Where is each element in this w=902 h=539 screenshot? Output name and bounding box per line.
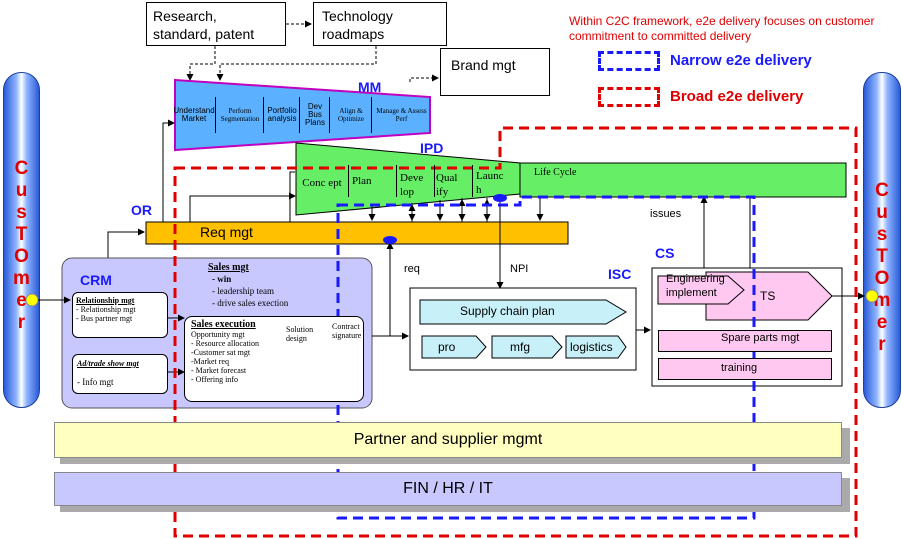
sales-item-3: - drive sales exection [212, 298, 289, 308]
sales-item-1: - win [212, 274, 232, 284]
ipd-cell-launch: Launc h [476, 170, 504, 196]
isc-logistics: logistics [570, 340, 613, 354]
relationship-box: Relationship mgt - Relationship mgt - Bu… [72, 292, 168, 338]
sales-mgt-block: Sales mgt - win - leadership team - driv… [208, 262, 368, 309]
ipd-cell-develop: Deve lop [400, 172, 424, 198]
sales-execution-box: Sales execution Opportunity mgt - Resour… [184, 316, 364, 402]
ad-item-1: - Info mgt [77, 377, 114, 387]
customer-right-pillar [863, 72, 901, 408]
sales-title: Sales mgt [208, 262, 249, 273]
exec-item-6: - Offering info [191, 375, 238, 384]
customer-left-pillar [3, 72, 40, 408]
broad-e2e-frame [173, 126, 858, 538]
ipd-cell-lifecycle: Life Cycle [534, 167, 577, 178]
ipd-cell-plan: Plan [352, 175, 372, 187]
training-box: training [658, 358, 832, 380]
legend-narrow-swatch [598, 51, 660, 71]
mm-cell-portfolio: Portfolio analysis [263, 97, 300, 133]
solution-design: Solution design [286, 325, 314, 343]
or-label: OR [131, 202, 152, 218]
fin-bar: FIN / HR / IT [54, 472, 842, 506]
mm-cells: Understand Market Perform Segmentation P… [173, 97, 431, 133]
narrow-e2e-frame [336, 195, 756, 520]
supply-chain-plan: Supply chain plan [460, 304, 555, 318]
ipd-cells: Conc ept Plan Deve lop Qual ify Launc h … [296, 163, 846, 198]
npi-label: NPI [510, 263, 529, 275]
mm-cell-manage: Manage & Assess Perf [371, 97, 431, 133]
mm-cell-understand: Understand Market [173, 106, 215, 123]
mm-cell-align: Align & Optimize [329, 97, 372, 133]
isc-pro: pro [438, 340, 456, 354]
exec-item-2: - Resource allocation [191, 339, 259, 348]
ts-label: TS [760, 289, 776, 303]
isc-label: ISC [608, 266, 632, 282]
isc-mfg: mfg [510, 340, 531, 354]
contract-signature: Contract signature [332, 322, 362, 340]
engineering-implement: Engineering implement [666, 273, 725, 299]
research-box: Research, standard, patent [146, 2, 286, 46]
ad-trade-box: Ad/trade show mgt - Info mgt [72, 354, 168, 394]
legend-broad-label: Broad e2e delivery [670, 88, 804, 105]
req-mgt-bar [145, 221, 569, 245]
ipd-label: IPD [420, 140, 444, 156]
issues-label: issues [650, 208, 682, 220]
legend-broad-swatch [598, 87, 660, 107]
req-mgt-label: Req mgt [200, 224, 253, 240]
legend-note: Within C2C framework, e2e delivery focus… [569, 14, 875, 43]
roadmaps-box: Technology roadmaps [313, 2, 447, 46]
ipd-cell-concept: Conc ept [302, 177, 342, 189]
exec-item-1: Opportunity mgt [191, 330, 245, 339]
exec-item-3: -Customer sat mgt [191, 348, 251, 357]
ad-title: Ad/trade show mgt [77, 359, 139, 368]
mm-cell-segmentation: Perform Segmentation [215, 97, 264, 133]
mm-cell-dev-bus-plans: Dev Bus Plans [299, 97, 330, 133]
sales-item-2: - leadership team [212, 286, 274, 296]
exec-item-5: - Market forecast [191, 366, 247, 375]
crm-label: CRM [80, 272, 112, 288]
ipd-cell-qualify: Qual ify [436, 172, 458, 198]
cs-label: CS [655, 245, 675, 261]
relationship-item-1: - Relationship mgt [76, 305, 136, 314]
exec-item-4: -Market req [191, 357, 229, 366]
spare-parts-box: Spare parts mgt [658, 330, 832, 352]
mm-funnel [174, 78, 431, 152]
relationship-title: Relationship mgt [76, 296, 135, 305]
exec-title: Sales execution [191, 319, 256, 330]
mm-label: MM [358, 79, 382, 95]
brand-box: Brand mgt [440, 48, 550, 96]
partner-bar: Partner and supplier mgmt [54, 422, 842, 458]
req-label: req [404, 263, 420, 275]
relationship-item-2: - Bus partner mgt [76, 314, 133, 323]
legend-narrow-label: Narrow e2e delivery [670, 52, 812, 69]
isc-container [409, 287, 637, 371]
